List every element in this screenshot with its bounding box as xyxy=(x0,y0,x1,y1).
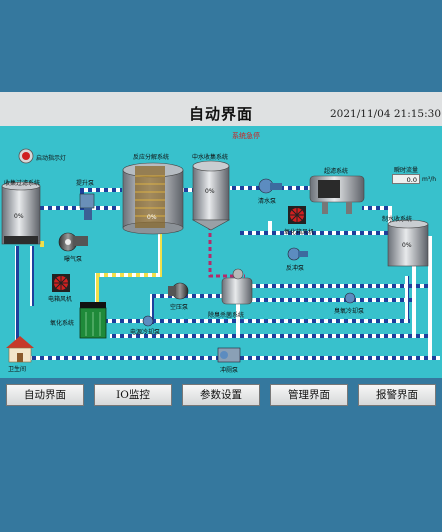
aeration-blower xyxy=(58,232,88,252)
toilet-house-icon xyxy=(6,336,34,363)
toilet-label: 卫生间 xyxy=(8,366,27,373)
reactor-tank xyxy=(122,162,184,235)
indicator-lamp-label: 启动指示灯 xyxy=(36,155,67,162)
deodor-label: 除臭杀菌系统 xyxy=(208,312,245,319)
oxidize-sys-label: 氧化系统 xyxy=(50,320,75,327)
collect-filter-label: 收集过滤系统 xyxy=(4,180,41,187)
bottom-nav: 自动界面 IO监控 参数设置 管理界面 报警界面 xyxy=(0,378,442,420)
datetime-display: 2021/11/04 21:15:30 xyxy=(330,108,442,120)
water-collect-label: 制水收系统 xyxy=(382,216,413,223)
nav-alarm-button[interactable]: 报警界面 xyxy=(358,384,436,406)
reactor-level: 0% xyxy=(147,214,157,221)
midwater-level: 0% xyxy=(205,188,215,195)
nav-auto-button[interactable]: 自动界面 xyxy=(6,384,84,406)
return-pump-label: 反冲泵 xyxy=(286,265,305,272)
ozone-fan-label: 氧化箱风机 xyxy=(284,229,315,236)
reactor-label: 反应分解系统 xyxy=(133,154,170,161)
lift-pump xyxy=(79,193,95,220)
nav-params-button[interactable]: 参数设置 xyxy=(182,384,260,406)
water-collect-level: 0% xyxy=(402,242,412,249)
flush-pump-label: 冲厕泵 xyxy=(220,367,239,374)
motor-fan-label: 电箱风机 xyxy=(48,296,73,303)
midwater-tank xyxy=(191,160,231,231)
ultrafiltration-unit xyxy=(309,175,365,214)
indicator-lamp-icon xyxy=(18,148,34,164)
ozone-cool-pump xyxy=(344,292,356,304)
midwater-label: 中水收集系统 xyxy=(192,154,229,161)
magenta-pipe xyxy=(208,226,245,278)
water-collect-tank xyxy=(387,219,429,267)
collect-level: 0% xyxy=(14,213,24,220)
ozone-cool-label: 臭氧冷却泵 xyxy=(334,308,365,315)
deodor-unit xyxy=(221,268,253,305)
oxidation-system xyxy=(79,302,107,339)
air-press-label: 空压泵 xyxy=(170,304,189,311)
process-svg xyxy=(1,148,440,363)
instant-flow-label: 瞬时流量 xyxy=(394,167,419,174)
return-pump xyxy=(287,247,308,261)
flow-unit: m³/h xyxy=(422,176,437,183)
ozone-fan-icon xyxy=(288,206,306,224)
disinfect-label: 超滤系统 xyxy=(324,168,349,175)
power-cool-label: 电源冷却泵 xyxy=(130,329,161,336)
yellow-pipes xyxy=(40,226,162,303)
motor-box-fan-icon xyxy=(52,274,70,292)
aeration-blower-label: 曝气泵 xyxy=(64,256,83,263)
flush-pump xyxy=(217,347,241,363)
air-compressor xyxy=(168,282,189,300)
nav-manage-button[interactable]: 管理界面 xyxy=(270,384,348,406)
clean-pump-label: 清水泵 xyxy=(258,198,277,205)
process-diagram: 系统急停 0.0 m³/h 启动指示灯 收集过滤系统 0% 提升泵 反应分解系统… xyxy=(0,126,442,378)
collection-tank xyxy=(1,181,41,245)
power-cool-pump xyxy=(142,315,154,327)
page-title: 自动界面 xyxy=(188,105,253,123)
lift-pump-label: 提升泵 xyxy=(76,180,95,187)
header-bar xyxy=(0,92,442,126)
nav-io-button[interactable]: IO监控 xyxy=(94,384,172,406)
system-status: 系统急停 xyxy=(232,132,260,140)
instant-flow-field: 0.0 xyxy=(392,174,420,184)
clean-water-pump xyxy=(258,178,282,194)
